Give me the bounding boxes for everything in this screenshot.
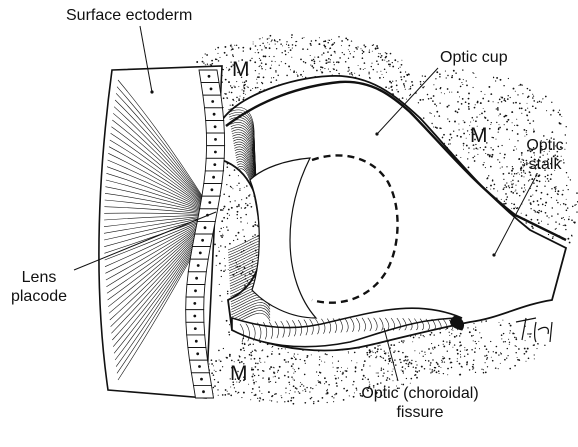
label-optic-fissure-line2: fissure [348, 403, 492, 422]
label-optic-stalk: Optic stalk [520, 136, 570, 174]
artist-signature [516, 318, 552, 342]
label-optic-fissure: Optic (choroidal) fissure [348, 384, 492, 422]
label-mesenchyme-top: M [232, 58, 250, 82]
label-mesenchyme-bottom: M [230, 362, 248, 386]
label-surface-ectoderm: Surface ectoderm [66, 6, 192, 25]
label-optic-fissure-line1: Optic (choroidal) [348, 384, 492, 403]
label-optic-stalk-line2: stalk [520, 155, 570, 174]
marker-surface-ectoderm [150, 90, 153, 93]
label-lens-placode-line1: Lens [6, 268, 72, 287]
label-optic-stalk-line1: Optic [520, 136, 570, 155]
label-lens-placode-line2: placode [6, 287, 72, 306]
label-optic-cup: Optic cup [440, 48, 508, 67]
label-mesenchyme-right: M [470, 124, 488, 148]
marker-optic-cup [375, 132, 378, 135]
label-lens-placode: Lens placode [6, 268, 72, 306]
marker-optic-stalk [492, 253, 495, 256]
